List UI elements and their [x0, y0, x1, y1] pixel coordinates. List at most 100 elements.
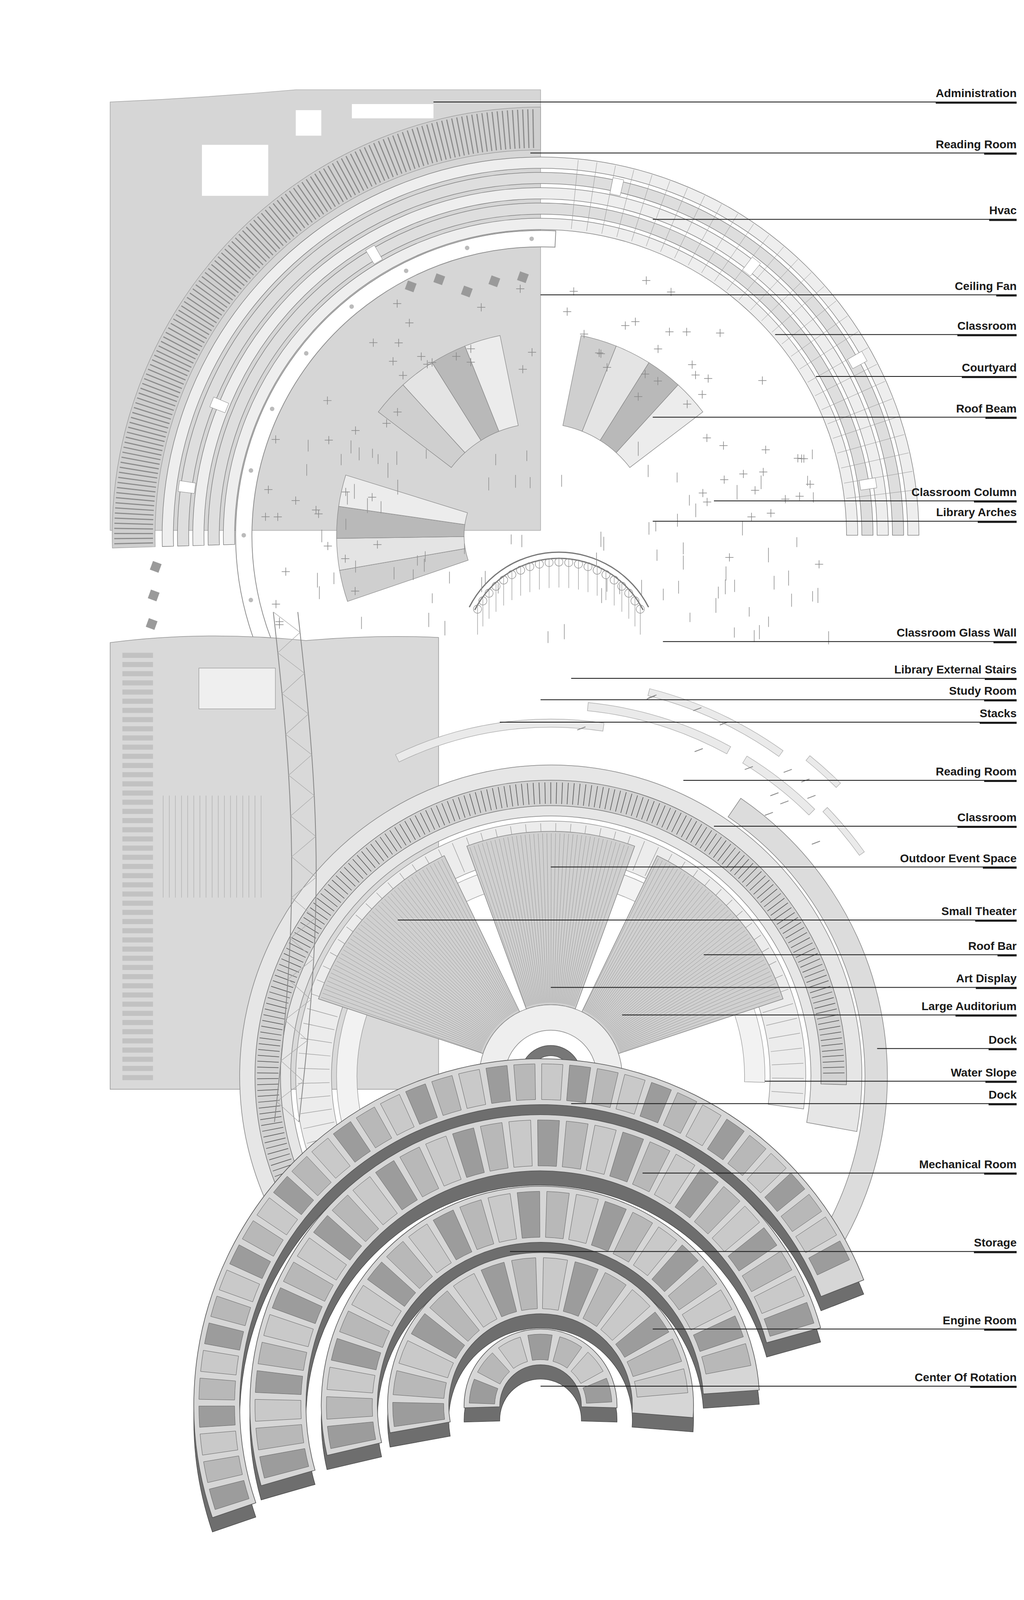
machine-cell: [527, 1334, 553, 1361]
illustration: [110, 89, 920, 1532]
reading-desk: [436, 805, 445, 825]
stack: [254, 795, 256, 898]
ceiling-fan: [642, 276, 651, 285]
stack: [122, 726, 154, 732]
shelf: [446, 119, 456, 158]
reading-desk: [742, 867, 758, 883]
seat-row: [499, 838, 536, 1005]
shelf: [407, 130, 420, 168]
reading-desk: [583, 784, 586, 806]
seat-row: [616, 967, 768, 1044]
reading-desk: [671, 812, 682, 832]
shelf: [306, 179, 328, 212]
reading-desk: [261, 1026, 283, 1030]
library-arch: [474, 557, 644, 611]
reading-desk: [258, 1049, 280, 1052]
classroom-column: [515, 474, 516, 488]
seat-row: [341, 953, 488, 1040]
arch-loop: [499, 575, 508, 585]
roof-layer: [110, 89, 920, 789]
stack: [122, 919, 154, 925]
ceiling-fan: [766, 509, 775, 518]
stack: [122, 753, 154, 759]
ceiling-fan: [704, 374, 713, 383]
shelf: [341, 158, 360, 193]
stack: [122, 965, 154, 970]
arch-loop: [478, 596, 488, 605]
classroom-column: [372, 448, 373, 458]
label-underline: [993, 641, 1017, 644]
seat-row: [619, 991, 779, 1051]
shelf: [115, 497, 155, 501]
machine-cell: [480, 1122, 509, 1172]
shelf: [507, 110, 511, 150]
machine-cell: [452, 1127, 485, 1178]
classroom-partition: [807, 347, 868, 383]
ceiling-fan: [527, 348, 537, 357]
reading-desk: [257, 1067, 279, 1068]
reading-desk: [458, 797, 465, 818]
reading-desk: [257, 1055, 279, 1057]
classroom-partition: [770, 1048, 803, 1052]
column-dot: [248, 468, 254, 473]
classroom-ring: [223, 218, 858, 545]
ceiling-fan: [621, 321, 630, 330]
seat-row: [555, 833, 565, 1003]
seat-row: [350, 938, 491, 1035]
reading-desk: [259, 1037, 281, 1041]
stack: [122, 900, 154, 906]
machine-cell: [209, 1480, 250, 1510]
stack: [122, 781, 154, 787]
machine-cell: [763, 1302, 814, 1337]
stack: [122, 937, 154, 943]
ceiling-fan: [291, 496, 300, 505]
stack: [122, 826, 154, 832]
ceiling-fan: [382, 419, 391, 428]
ceiling-fan: [715, 328, 725, 338]
arch-hanger: [628, 590, 630, 619]
shelf: [198, 280, 230, 304]
classroom-column: [736, 484, 738, 500]
classroom-column: [387, 462, 388, 479]
reading-desk: [267, 997, 289, 1004]
part-label: Classroom: [957, 319, 1017, 334]
classroom-partition: [674, 195, 705, 259]
classroom-column: [638, 441, 639, 456]
stack: [122, 707, 154, 713]
arch-hanger: [596, 566, 598, 596]
ceiling-fan: [373, 540, 382, 549]
classroom-column: [606, 578, 608, 592]
ceiling-fan: [428, 358, 437, 367]
shelf: [195, 284, 228, 308]
stack: [248, 795, 250, 898]
seat-row: [333, 969, 485, 1044]
classroom-partition: [601, 165, 616, 234]
label-underline: [935, 101, 1017, 104]
classroom-column: [734, 579, 735, 592]
shelf: [421, 126, 433, 164]
reading-desk: [394, 826, 407, 846]
classroom-column: [768, 547, 769, 562]
stack: [122, 928, 154, 934]
courtyard: [365, 244, 383, 264]
classroom-column: [488, 477, 489, 491]
mechanical-ring: [464, 1329, 618, 1408]
shelf: [211, 264, 242, 290]
stack: [122, 689, 154, 695]
arch-hanger: [613, 577, 615, 606]
reading-desk: [822, 1061, 845, 1063]
shelf: [522, 109, 525, 149]
classroom-partition: [762, 1003, 793, 1013]
reading-desk: [486, 789, 492, 811]
ceiling-fan: [452, 352, 461, 361]
stack: [122, 1075, 154, 1081]
reading-desk: [544, 782, 546, 804]
classroom-partition: [844, 471, 913, 484]
stack: [122, 698, 154, 704]
stack: [242, 795, 243, 898]
classroom-column: [498, 584, 499, 594]
classroom-partition: [846, 489, 916, 499]
classroom-column: [647, 464, 649, 478]
external-stair: [694, 748, 703, 752]
reading-desk: [690, 824, 702, 843]
